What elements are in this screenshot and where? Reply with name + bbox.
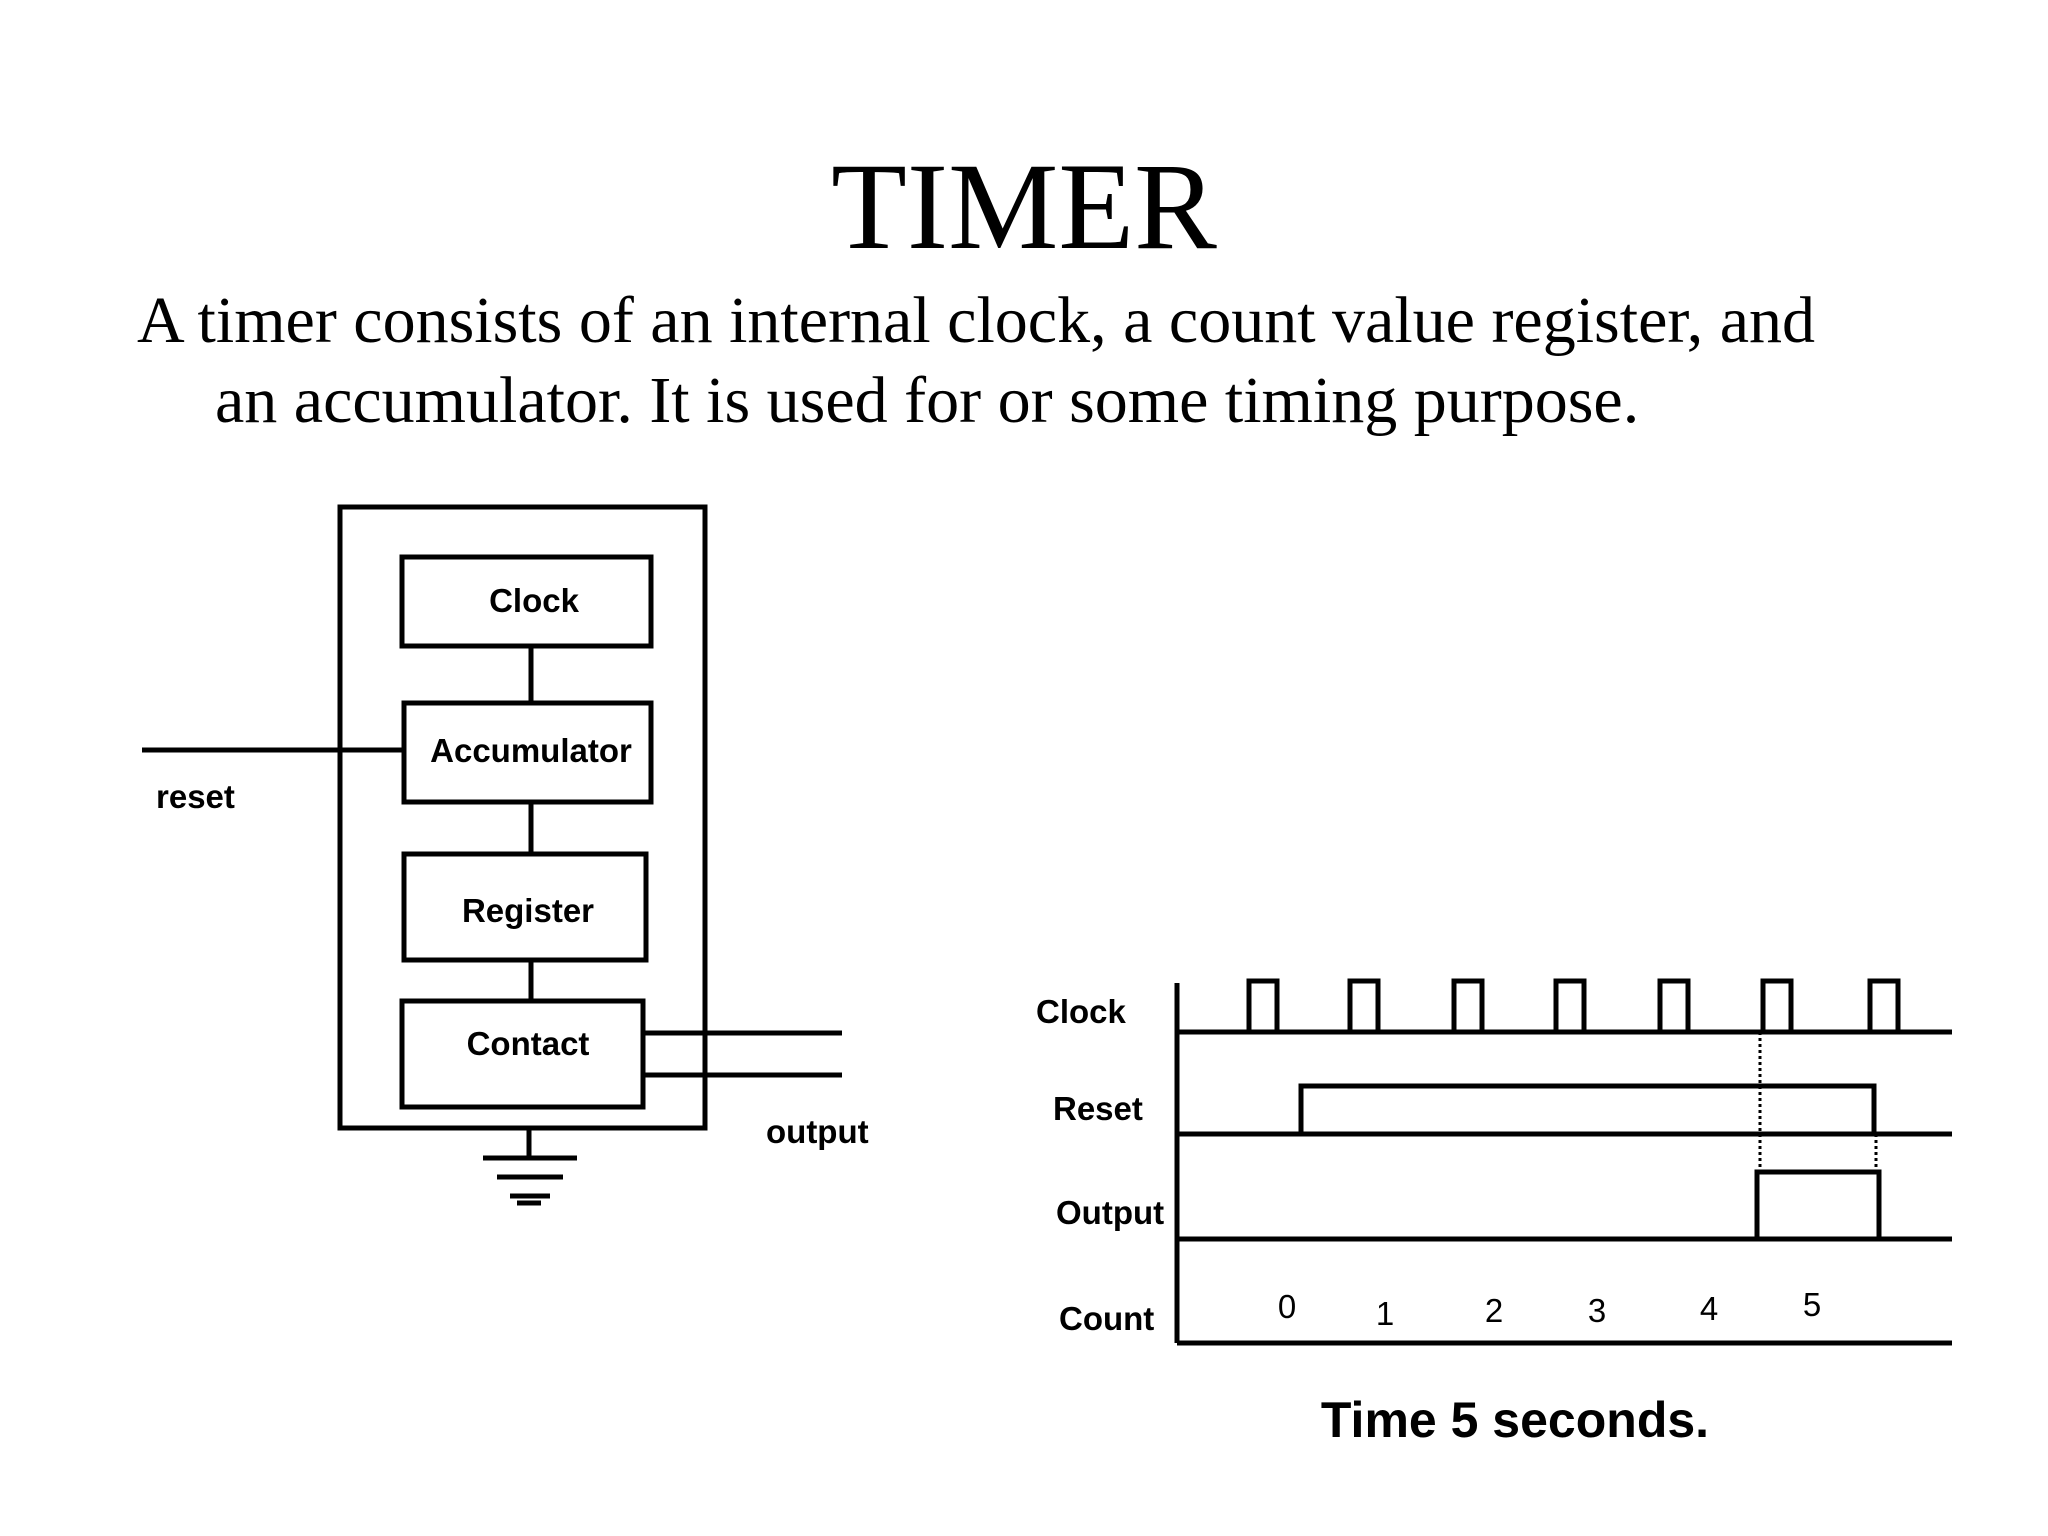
contact-block-label: Contact xyxy=(467,1025,590,1062)
reset-signal-label: Reset xyxy=(1053,1090,1143,1127)
count-value: 0 xyxy=(1278,1288,1296,1325)
clock-pulse xyxy=(1553,978,1587,1035)
output-signal-pulse xyxy=(1754,1169,1882,1239)
reset-signal-pulse xyxy=(1298,1083,1877,1134)
clock-pulse xyxy=(1347,978,1381,1035)
contact-block xyxy=(399,998,646,1110)
timing-diagram: Clock Reset Output Count 0 1 2 3 4 5 Tim… xyxy=(1036,978,1952,1448)
count-value: 4 xyxy=(1700,1290,1718,1327)
clock-pulse xyxy=(1451,978,1485,1035)
count-value: 1 xyxy=(1376,1295,1394,1332)
slide-title: TIMER xyxy=(831,138,1217,275)
timing-caption: Time 5 seconds. xyxy=(1321,1392,1709,1448)
output-signal-label: Output xyxy=(1056,1194,1164,1231)
clock-pulse xyxy=(1867,978,1901,1035)
ground-symbol xyxy=(483,1128,577,1206)
count-value: 2 xyxy=(1485,1292,1503,1329)
clock-pulse xyxy=(1657,978,1691,1035)
timer-block-diagram xyxy=(142,504,842,1206)
count-value: 3 xyxy=(1588,1292,1606,1329)
output-label: output xyxy=(766,1113,869,1150)
count-signal-label: Count xyxy=(1059,1300,1154,1337)
clock-pulse xyxy=(1246,978,1280,1035)
count-value: 5 xyxy=(1803,1286,1821,1323)
slide-body-line-1: A timer consists of an internal clock, a… xyxy=(137,284,1815,357)
clock-block-label: Clock xyxy=(489,582,580,619)
block-diagram-labels: Clock Accumulator Register Contact reset… xyxy=(156,582,869,1150)
register-block xyxy=(401,851,649,963)
reset-label: reset xyxy=(156,778,235,815)
clock-pulse xyxy=(1760,978,1794,1035)
timer-enclosure xyxy=(337,504,708,1131)
clock-pulses xyxy=(1246,978,1901,1035)
slide-body-line-2: an accumulator. It is used for or some t… xyxy=(215,364,1639,437)
count-values: 0 1 2 3 4 5 xyxy=(1278,1286,1821,1332)
accumulator-block-label: Accumulator xyxy=(430,732,632,769)
clock-block xyxy=(399,554,654,649)
register-block-label: Register xyxy=(462,892,594,929)
clock-signal-label: Clock xyxy=(1036,993,1127,1030)
